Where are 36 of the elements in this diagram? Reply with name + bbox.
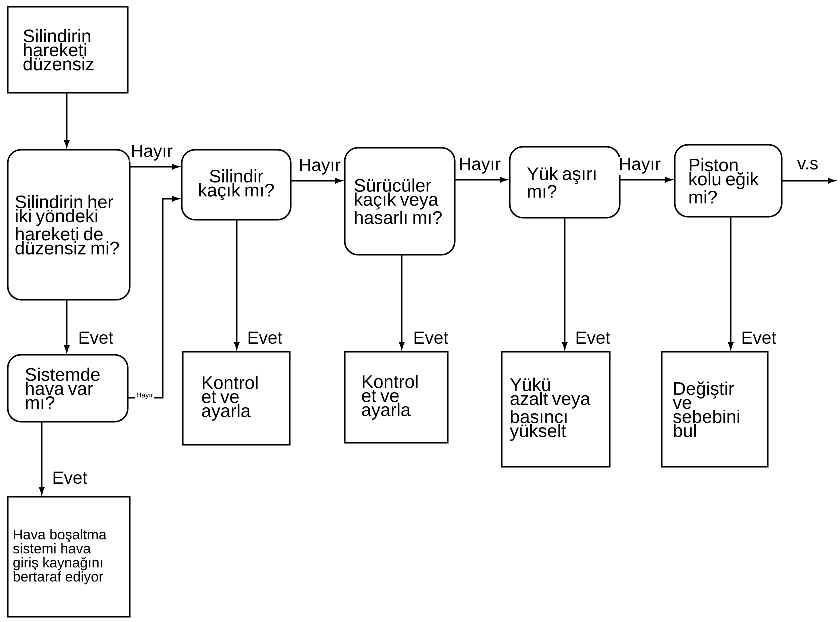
arrow [64, 93, 70, 148]
decision-box: Yük aşırı mı? [509, 146, 621, 219]
arrow [782, 178, 836, 184]
arrow [234, 220, 240, 350]
edge-label: v.s [796, 159, 820, 171]
action-box: Hava boşaltma sistemi hava giriş kaynağını bertaraf ediyor [7, 496, 131, 618]
decision-box: Silindir kaçık mı? [181, 149, 292, 221]
decision-box: Sürücüler kaçık veya hasarlı mı? [344, 147, 456, 256]
edge-label: Evet [77, 330, 115, 346]
arrow [64, 300, 70, 352]
start-box: Silindirin hareketi düzensiz [7, 6, 129, 94]
action-box: Yükü azalt veya basıncı yükselt [501, 351, 611, 468]
action-box: Değiştir ve sebebini bul [661, 351, 769, 468]
arrow [130, 164, 180, 170]
arrow [128, 196, 180, 399]
edge-label: Evet [246, 330, 284, 346]
edge-label: Evet [574, 330, 612, 346]
action-box: Kontrol et ve ayarla [182, 351, 291, 446]
arrow [455, 177, 508, 183]
edge-label: Evet [412, 330, 450, 346]
arrow [399, 255, 405, 350]
arrow [728, 217, 734, 350]
edge-label: Hayır [618, 156, 662, 176]
edge-label: Evet [740, 330, 778, 346]
decision-box: Silindirin her iki yöndeki hareketi de düzensiz mi? [7, 149, 131, 301]
arrow [620, 177, 672, 183]
edge-label: Evet [51, 470, 89, 486]
decision-box: Sistemde hava var mı? [7, 354, 129, 423]
action-box: Kontrol et ve ayarla [344, 351, 449, 444]
decision-box: Piston kolu eğik mi? [674, 144, 783, 218]
arrow [39, 422, 45, 494]
arrow [562, 218, 568, 350]
edge-label: Hayır [298, 158, 342, 176]
edge-label: Hayır [130, 144, 174, 162]
edge-label: Hayır [458, 156, 502, 176]
arrow [291, 178, 342, 184]
